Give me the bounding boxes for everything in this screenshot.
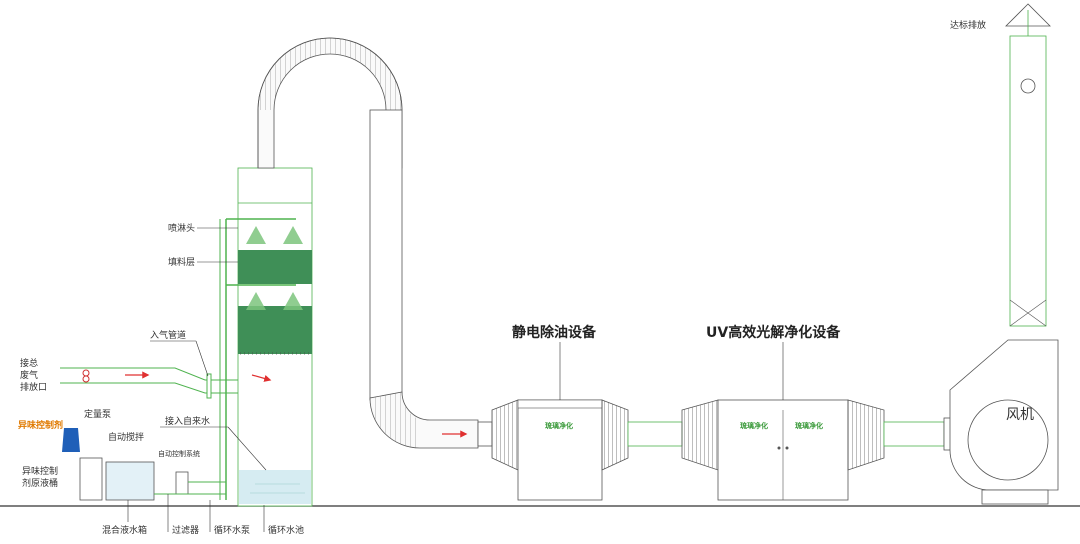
packing-layer-bottom <box>238 306 312 354</box>
label-uv: UV高效光解净化设备 <box>706 324 841 341</box>
dosing-system <box>62 428 226 501</box>
brand-logo: 琉璃净化 <box>545 421 573 430</box>
brand-logo: 琉璃净化 <box>795 421 823 430</box>
brand-logo: 琉璃净化 <box>740 421 768 430</box>
esp-unit: 琉璃净化 <box>477 342 683 501</box>
label-mix-tank: 混合液水箱 <box>102 524 147 536</box>
label-raw-tank-2: 剂原液桶 <box>22 477 58 489</box>
label-circ-pump: 循环水泵 <box>214 524 250 536</box>
control-box <box>175 471 189 495</box>
label-exhaust-2: 废气 <box>20 369 38 381</box>
label-packing-layer: 填料层 <box>168 256 195 268</box>
label-dosing-pump: 定量泵 <box>84 408 111 420</box>
label-auto-control: 自动控制系统 <box>158 449 200 458</box>
packing-layer-top <box>238 250 312 284</box>
uv-unit: 琉璃净化 琉璃净化 <box>681 342 945 501</box>
mix-tank <box>105 461 155 501</box>
label-fan: 风机 <box>1006 407 1034 423</box>
label-spray-head: 喷淋头 <box>168 222 195 234</box>
label-tap-water: 接入自来水 <box>165 415 210 427</box>
label-discharge: 达标排放 <box>950 19 986 31</box>
label-inlet-duct: 入气管道 <box>150 329 186 341</box>
fan-and-stack <box>943 3 1059 505</box>
circulation-pool <box>239 470 311 504</box>
label-odor-agent: 异味控制剂 <box>18 419 63 431</box>
scrubber-tower <box>219 167 313 507</box>
spray-nozzle <box>246 226 266 244</box>
label-exhaust-1: 接总 <box>20 357 38 369</box>
dosing-bottle-icon <box>62 428 80 452</box>
door-handle-icon <box>777 446 781 450</box>
arch-duct <box>257 37 479 449</box>
label-esp: 静电除油设备 <box>512 324 597 341</box>
raw-tank <box>79 457 103 501</box>
label-auto-mixer: 自动搅拌 <box>108 431 144 443</box>
label-exhaust-3: 排放口 <box>20 381 47 393</box>
valve-icon <box>82 369 90 377</box>
label-filter: 过滤器 <box>172 524 199 536</box>
label-circ-pool: 循环水池 <box>268 524 304 536</box>
inlet-duct <box>60 367 238 399</box>
label-raw-tank-1: 异味控制 <box>22 465 58 477</box>
